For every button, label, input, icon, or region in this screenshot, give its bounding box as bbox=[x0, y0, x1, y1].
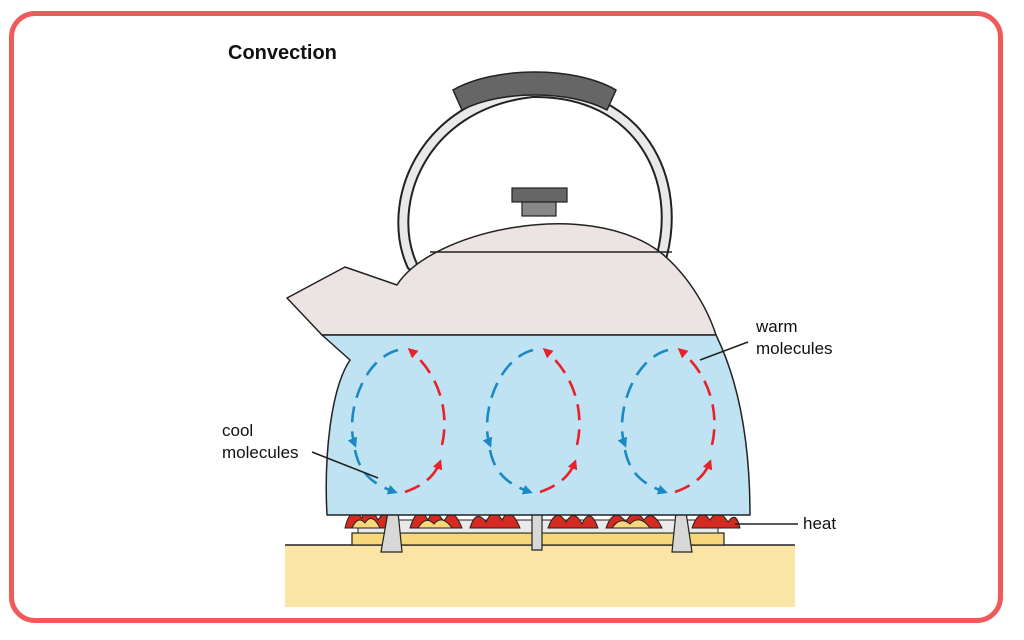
warm-arrow bbox=[404, 459, 443, 494]
cool-arrow bbox=[488, 449, 533, 495]
cool-arrow bbox=[347, 348, 399, 448]
convection-loop-middle bbox=[482, 348, 581, 495]
cool-label-line2: molecules bbox=[222, 443, 299, 462]
cool-arrow bbox=[482, 348, 534, 448]
warm-arrow bbox=[407, 348, 446, 446]
stove-top bbox=[285, 545, 795, 607]
convection-loop-left bbox=[347, 348, 446, 495]
flame-icon bbox=[344, 509, 741, 529]
cool-molecules-label: cool molecules bbox=[222, 420, 299, 464]
warm-molecules-label: warm molecules bbox=[756, 316, 833, 360]
warm-label-line1: warm bbox=[756, 317, 798, 336]
cool-leader-line bbox=[311, 451, 379, 479]
cool-arrow bbox=[617, 348, 669, 448]
lid-knob-top bbox=[511, 187, 568, 203]
kettle-water bbox=[321, 334, 751, 516]
burner-peg-middle bbox=[531, 511, 543, 551]
convection-loop-right bbox=[617, 348, 716, 495]
cool-label-line1: cool bbox=[222, 421, 254, 440]
cool-arrow bbox=[623, 449, 668, 495]
diagram-title: Convection bbox=[228, 42, 337, 64]
handle-grip bbox=[452, 71, 617, 112]
warm-leader-line bbox=[699, 341, 749, 361]
warm-arrow bbox=[674, 459, 713, 494]
warm-label-line2: molecules bbox=[756, 339, 833, 358]
warm-arrow bbox=[542, 348, 581, 446]
heat-label: heat bbox=[803, 514, 837, 533]
kettle-body bbox=[286, 223, 717, 336]
lid-knob-stem bbox=[521, 201, 557, 217]
warm-arrow bbox=[539, 459, 578, 494]
warm-arrow bbox=[677, 348, 716, 446]
burner-peg-right bbox=[671, 511, 693, 553]
cool-arrow bbox=[353, 449, 398, 495]
